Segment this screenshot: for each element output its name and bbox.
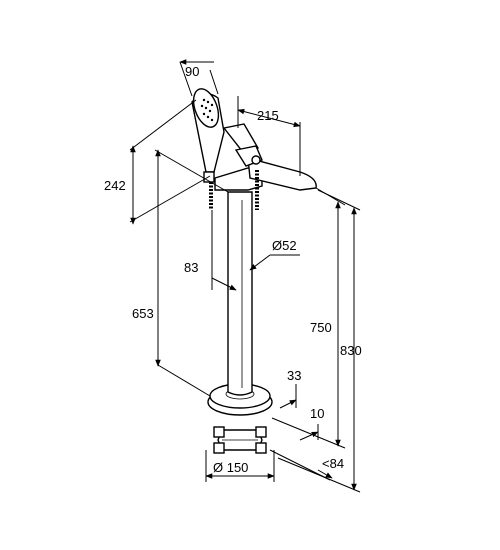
dim-label-handshower-height: 242 <box>104 178 126 193</box>
dim-label-lower-height: 653 <box>132 306 154 321</box>
flex-hoses <box>209 170 259 210</box>
dim-label-tube-diameter: Ø52 <box>272 238 297 253</box>
dim-label-spout-reach: 215 <box>257 108 279 123</box>
dim-label-handshower-angle: 90 <box>185 64 199 79</box>
dim-label-spout-height: 750 <box>310 320 332 335</box>
lever-knob <box>251 155 261 165</box>
spout <box>247 157 317 191</box>
dim-label-base-depth: <84 <box>322 456 344 471</box>
dimension-lines <box>129 59 361 493</box>
dim-label-base-diameter: Ø 150 <box>213 460 248 475</box>
shower-nozzles <box>200 98 214 122</box>
mounting-bracket <box>213 426 267 454</box>
faucet-body <box>191 88 317 454</box>
riser-tube <box>227 191 253 396</box>
dim-label-tube-offset: 83 <box>184 260 198 275</box>
dim-label-base-height: 33 <box>287 368 301 383</box>
dimension-labels: 90 215 242 Ø52 83 653 750 830 33 10 Ø 15… <box>104 64 362 475</box>
dim-label-total-height: 830 <box>340 343 362 358</box>
dim-label-base-offset: 10 <box>310 406 324 421</box>
